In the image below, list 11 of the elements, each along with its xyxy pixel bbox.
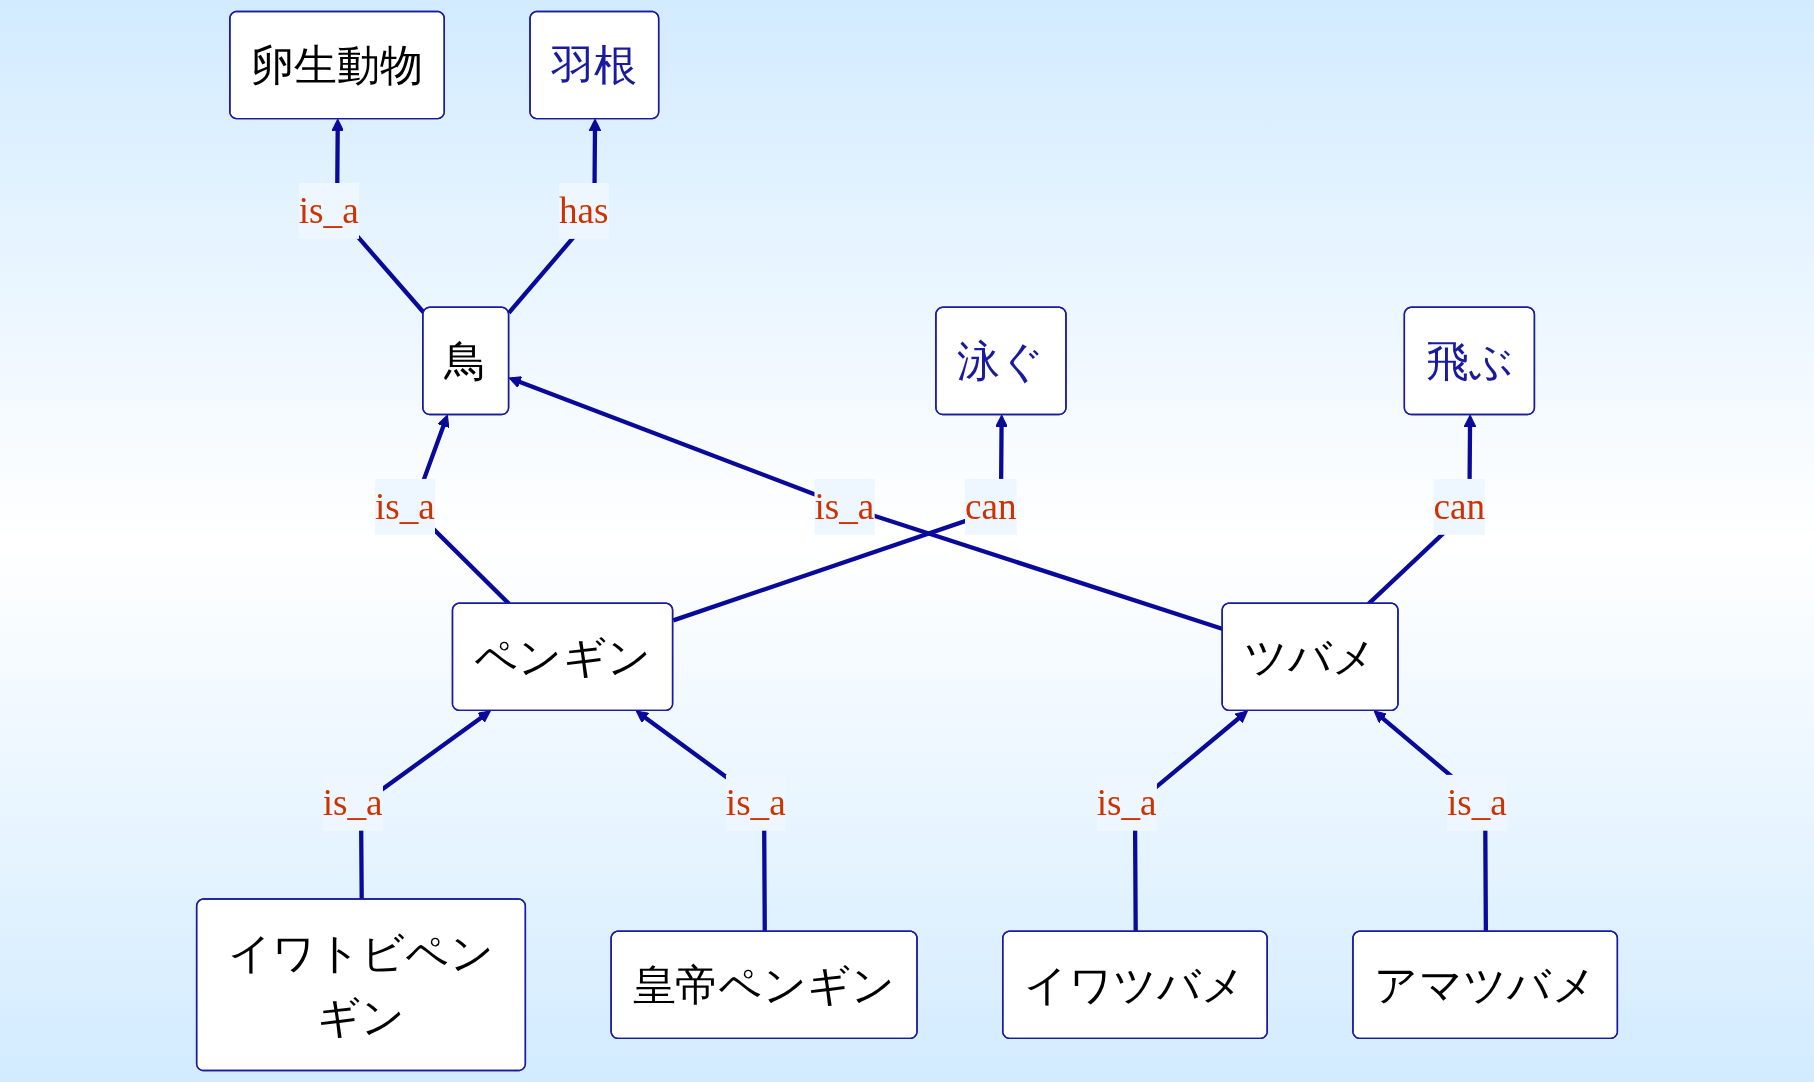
edge-label: is_a <box>322 781 383 824</box>
edge-label: has <box>558 190 609 232</box>
edge-label: is_a <box>374 485 435 528</box>
edge-label: is_a <box>814 485 875 528</box>
edge-label: can <box>964 485 1017 528</box>
edge-label: is_a <box>725 781 786 824</box>
edge-label: is_a <box>1096 781 1157 824</box>
edge-label: is_a <box>298 190 359 232</box>
edge-label: is_a <box>1446 781 1507 824</box>
arrow <box>672 414 1008 623</box>
edge-label: can <box>1433 485 1486 528</box>
